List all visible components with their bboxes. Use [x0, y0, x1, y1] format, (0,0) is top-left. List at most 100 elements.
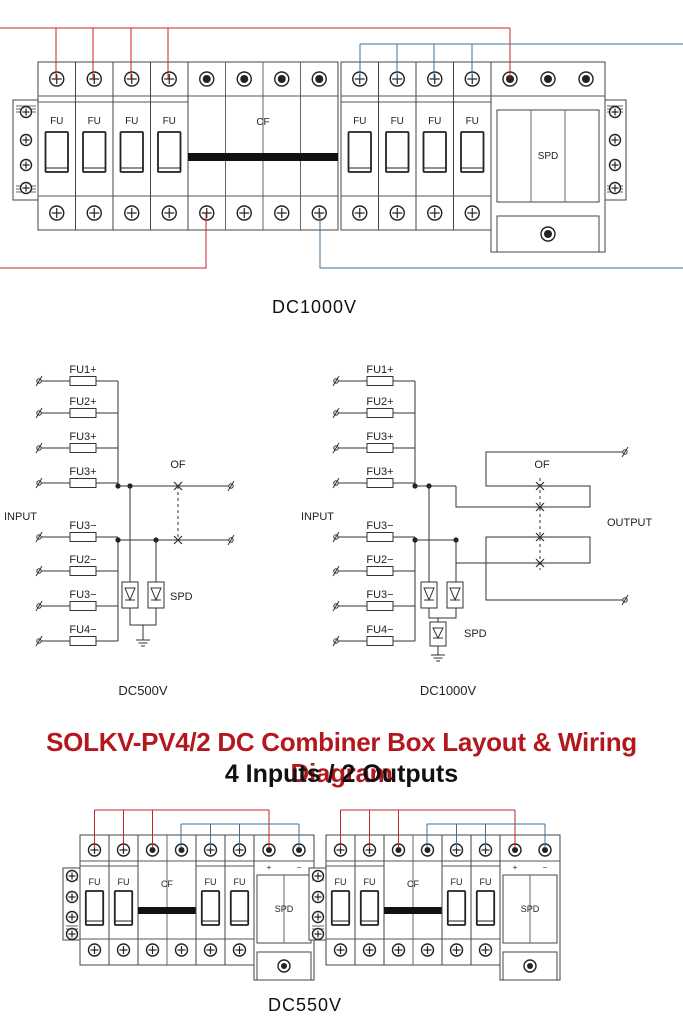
fuse-element [69, 532, 97, 542]
terminal-slash [332, 635, 340, 647]
spd-ground-screw-icon [277, 959, 291, 973]
fuse-symbol: FU3− [69, 589, 97, 611]
top-layout-caption: DC1000V [272, 297, 358, 317]
fuse-window [359, 890, 380, 926]
terminal-slash [332, 600, 340, 612]
fuse-label: FU [466, 116, 479, 127]
fuse-symbol: FU3+ [69, 466, 97, 488]
spd-symbol-box [147, 581, 165, 609]
terminal-slash [35, 531, 43, 543]
fuse-symbol-label: FU4− [366, 624, 393, 636]
fuse-holder: FU [354, 834, 385, 966]
clamp-screw-icon [65, 910, 79, 924]
fuse-element [69, 376, 97, 386]
spd-diode [150, 587, 162, 602]
spd-screw-icon [540, 71, 556, 87]
schematic-dc500: FU1+FU2+FU3+FU3+FU3−FU2−FU3−FU4−OFSPDINP… [4, 364, 235, 698]
isolator-label: CF [407, 879, 419, 889]
fuse-label: FU [480, 877, 492, 887]
terminal-slash [35, 600, 43, 612]
fuse-holder: FU [224, 834, 255, 966]
negative-pole-wire [455, 540, 540, 564]
fuse-label: FU [125, 116, 138, 127]
switch-label: OF [170, 459, 186, 471]
bottom-screw-icon [427, 205, 443, 221]
fuse-symbol: FU2+ [366, 396, 394, 418]
bottom-layout-caption: DC550V [268, 995, 343, 1015]
fuse-symbol-label: FU3− [366, 589, 393, 601]
negative-jumper [540, 536, 591, 564]
switch-bridge-wire [485, 536, 540, 563]
bottom-screw-icon [362, 943, 377, 957]
spd-polarity-mark: + [267, 863, 272, 872]
fuse-label: FU [353, 116, 366, 127]
fuse-symbol: FU3+ [69, 431, 97, 453]
clamp-screw-icon [65, 890, 79, 904]
fuse-holder: FU [195, 834, 226, 966]
fuse-element [366, 478, 394, 488]
fuse-symbol-label: FU2+ [366, 396, 393, 408]
page-title: SOLKV-PV4/2 DC Combiner Box Layout & Wir… [46, 727, 637, 788]
fuse-symbol-label: FU3− [69, 589, 96, 601]
screw-head [149, 847, 156, 853]
clamp-screw-icon [311, 910, 325, 924]
fuse-symbol: FU3+ [366, 466, 394, 488]
bottom-screw-icon [389, 205, 405, 221]
right-rail-clamp [603, 99, 627, 201]
terminal-slash [332, 477, 340, 489]
spd-cartridge [496, 109, 600, 203]
fuse-symbol-label: FU2− [69, 554, 96, 566]
clamp-screw-icon [311, 927, 325, 941]
fuse-label: FU [428, 116, 441, 127]
isolator-label: CF [161, 879, 173, 889]
fuse-symbol-label: FU3+ [69, 466, 96, 478]
fuse-element [69, 566, 97, 576]
top-screw-icon [391, 843, 406, 857]
fuse-symbol-label: FU2+ [69, 396, 96, 408]
terminal-slash [35, 477, 43, 489]
screw-head [512, 847, 518, 853]
terminal-slash [35, 407, 43, 419]
fuse-holder: FU [108, 834, 139, 966]
top-screw-icon [161, 71, 177, 87]
bottom-screw-icon [232, 943, 247, 957]
clamp-screw-icon [311, 869, 325, 883]
screw-head [315, 75, 324, 83]
fuse-window [113, 890, 134, 926]
terminal-slash [227, 480, 235, 492]
fuse-holder: FU [325, 834, 356, 966]
fuse-symbol: FU2+ [69, 396, 97, 418]
fuse-element [366, 566, 394, 576]
spd-symbol-box [446, 581, 464, 609]
clamp-screw-icon [608, 181, 622, 195]
spd-screw-icon [578, 71, 594, 87]
screw-head [178, 847, 185, 853]
screw-head [424, 847, 431, 853]
screw-head [395, 847, 402, 853]
spd-symbol [147, 581, 165, 609]
bottom-screw-icon [333, 943, 348, 957]
surge-protection-device: +−SPD [253, 834, 315, 981]
fuse-window [422, 131, 447, 173]
rail-clamp [308, 867, 328, 941]
clamp-screw-icon [19, 105, 33, 119]
fuse-window [330, 890, 351, 926]
fuse-label: FU [335, 877, 347, 887]
fuse-symbol-label: FU4− [69, 624, 96, 636]
terminal-slash [332, 375, 340, 387]
bottom-screw-icon [161, 205, 177, 221]
switch-handle-bar [188, 153, 338, 161]
top-screw-icon [236, 71, 252, 87]
fuse-label: FU [89, 877, 101, 887]
bottom-screw-icon [199, 205, 215, 221]
spd-diode [124, 587, 136, 602]
spd-label: SPD [521, 904, 540, 914]
spd-ground-wire [428, 608, 457, 619]
fuse-window [475, 890, 496, 926]
clamp-screw-icon [311, 890, 325, 904]
fuse-symbol: FU4− [69, 624, 97, 646]
screw-head [544, 230, 552, 238]
left-rail-clamp [12, 99, 40, 201]
